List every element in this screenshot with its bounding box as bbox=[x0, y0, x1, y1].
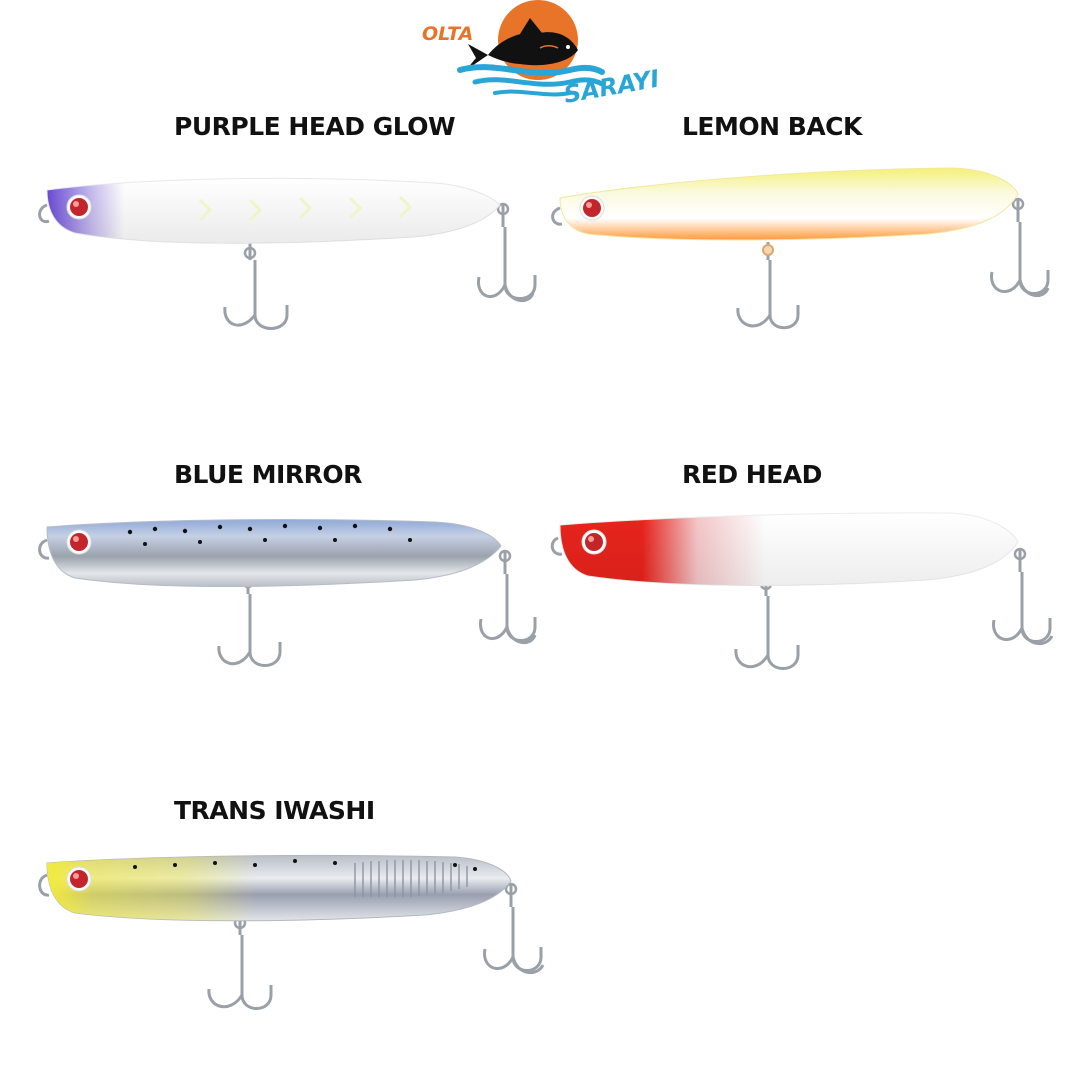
lure-image-red-head bbox=[550, 512, 1054, 670]
lure-name-red-head: RED HEAD bbox=[682, 460, 822, 489]
lure-name-blue-mirror: BLUE MIRROR bbox=[174, 460, 362, 489]
lure-image-blue-mirror bbox=[38, 519, 537, 667]
logo-top-text: OLTA bbox=[422, 23, 473, 45]
lure-image-purple-head-glow bbox=[38, 177, 537, 330]
lure-name-trans-iwashi: TRANS IWASHI bbox=[174, 796, 375, 825]
logo-fish-icon bbox=[466, 18, 578, 70]
logo-graphic: OLTA SARAYI bbox=[422, 0, 662, 105]
lure-image-lemon-back bbox=[551, 167, 1050, 330]
lure-name-lemon-back: LEMON BACK bbox=[682, 112, 862, 141]
lure-image-trans-iwashi bbox=[38, 854, 545, 1010]
lure-name-purple-head-glow: PURPLE HEAD GLOW bbox=[174, 112, 456, 141]
olta-sarayi-logo: OLTA SARAYI bbox=[420, 0, 670, 105]
logo-water-icon bbox=[457, 64, 605, 97]
